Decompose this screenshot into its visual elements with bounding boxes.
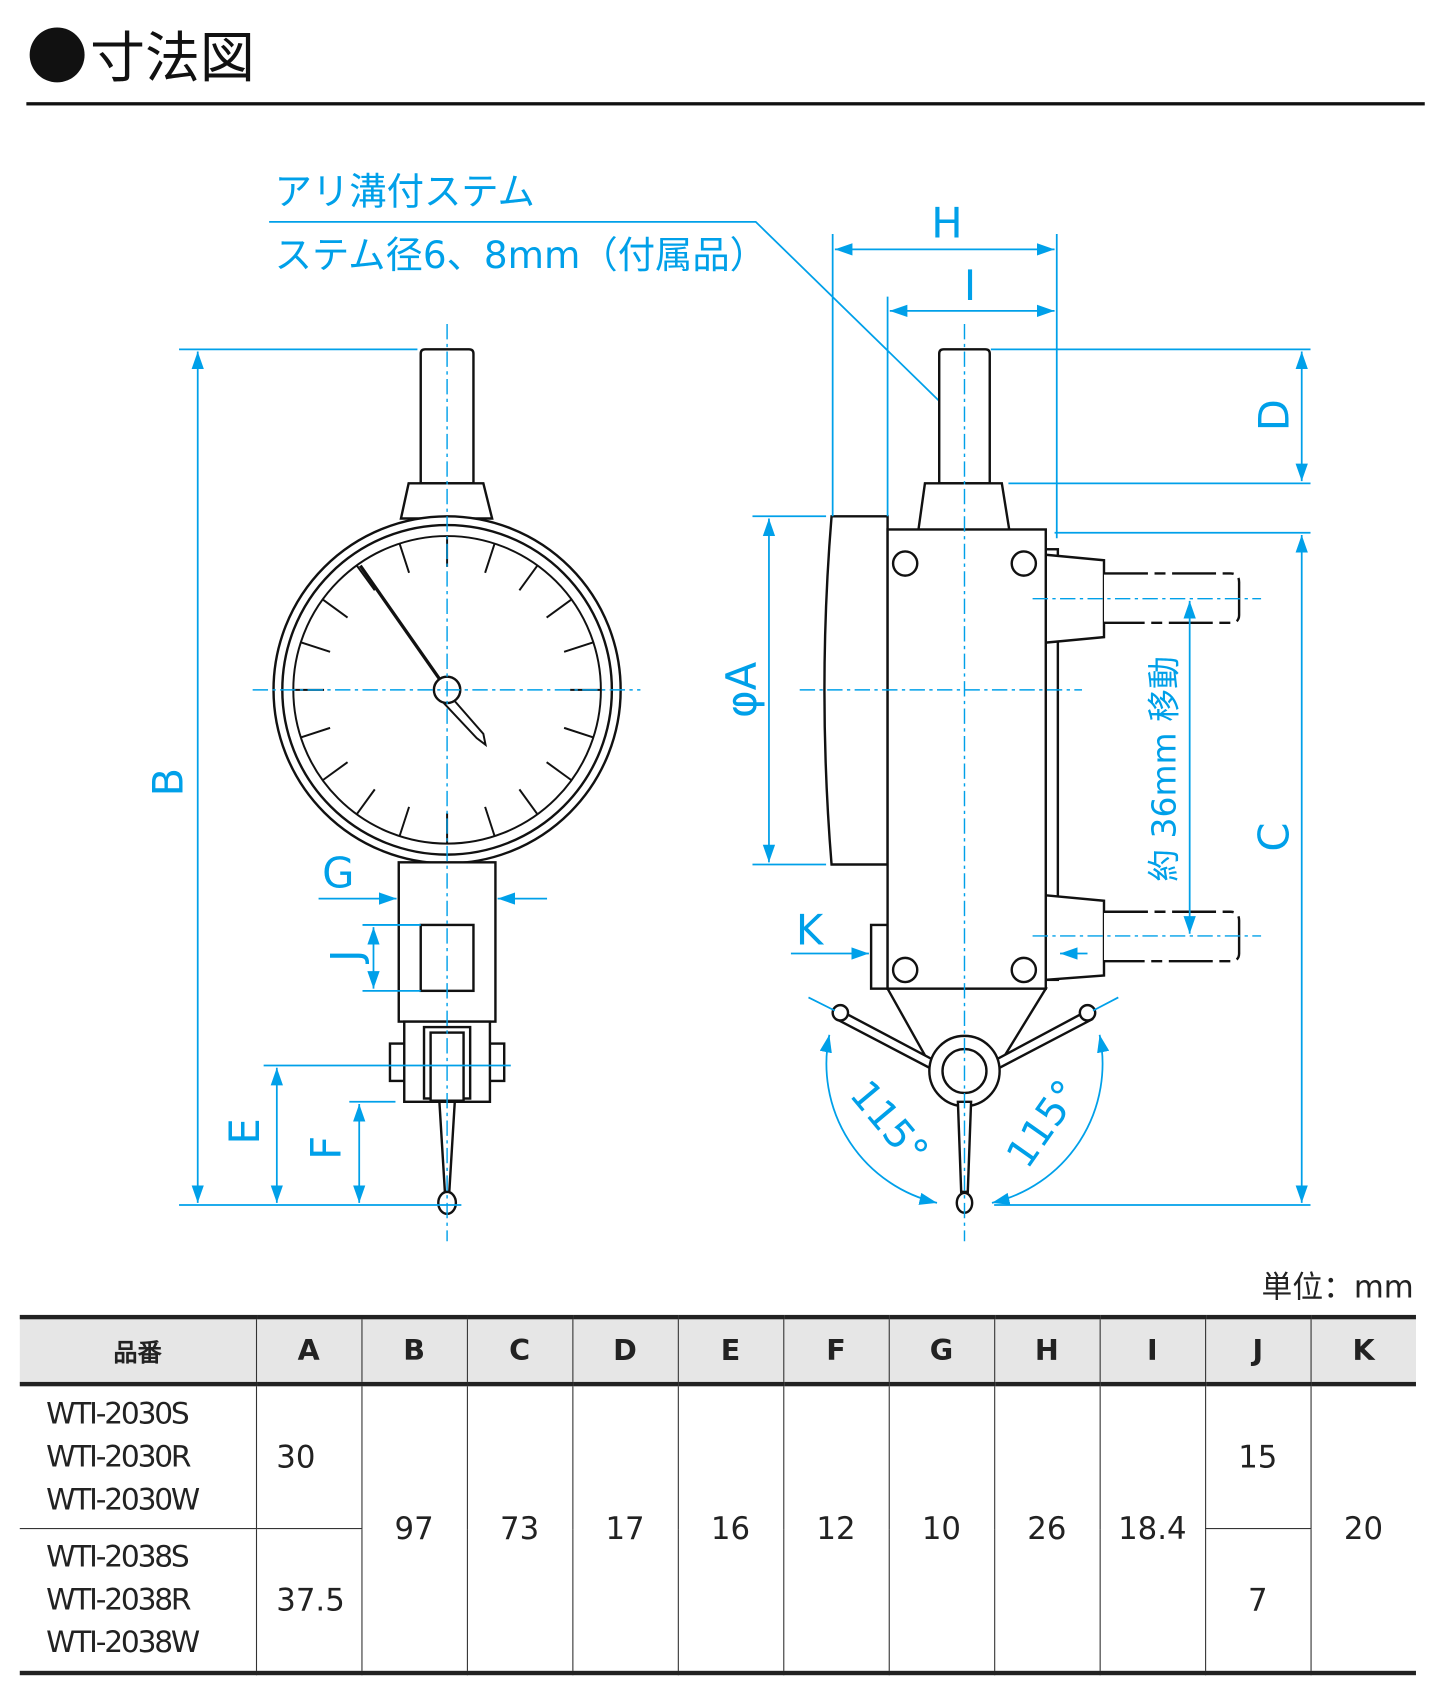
header-k: K	[1309, 1314, 1416, 1387]
angle-label-left: 115°	[841, 1072, 937, 1175]
header-c: C	[466, 1314, 573, 1387]
header-g: G	[888, 1314, 995, 1387]
dim-label-i: I	[964, 261, 976, 310]
dial-tick	[484, 806, 496, 837]
cell-a: 30	[255, 1384, 362, 1530]
header-h: H	[993, 1314, 1100, 1387]
model-name: WTI-2038W	[46, 1625, 200, 1660]
dim-label-g: G	[322, 849, 354, 898]
dim-label-k: K	[796, 906, 825, 955]
dim-label-e: E	[220, 1118, 269, 1144]
angle-label-right: 115°	[998, 1072, 1090, 1176]
callout-line1: アリ溝付ステム	[275, 169, 535, 213]
model-name: WTI-2030R	[46, 1440, 191, 1475]
dial-tick	[398, 806, 411, 837]
dial-tick	[398, 543, 411, 574]
dial-tick	[546, 598, 573, 619]
cell-k: 20	[1309, 1384, 1416, 1674]
dial-needle	[358, 564, 449, 691]
dim-label-j: J	[321, 950, 370, 965]
cell-h: 26	[993, 1384, 1100, 1674]
travel-label: 約 36mm 移動	[1144, 656, 1183, 882]
header-a: A	[255, 1314, 362, 1387]
front-view	[272, 348, 622, 1216]
model-name: WTI-2030W	[46, 1482, 200, 1518]
page-title: 寸法図	[90, 26, 255, 90]
dial-tick	[518, 788, 539, 815]
title-rule	[26, 102, 1425, 106]
dial-tick	[563, 641, 594, 653]
dim-label-f: F	[302, 1136, 351, 1160]
cell-e: 16	[677, 1384, 784, 1674]
cell-j: 7	[1204, 1528, 1311, 1674]
dial-tick	[518, 564, 539, 591]
dial-tick	[355, 564, 376, 591]
dial-tick	[300, 641, 331, 653]
callout-line2: ステム径6、8mm（付属品）	[275, 233, 767, 277]
bullet-icon	[29, 27, 85, 83]
dim-label-h: H	[931, 198, 962, 247]
dim-label-phi-a: φA	[717, 661, 766, 718]
header-b: B	[360, 1314, 467, 1387]
unit-label: 単位：mm	[1261, 1268, 1414, 1306]
header-model: 品番	[19, 1314, 256, 1387]
cell-i: 18.4	[1099, 1384, 1206, 1674]
model-name: WTI-2030S	[46, 1397, 190, 1432]
header-f: F	[782, 1314, 889, 1387]
cell-g: 10	[888, 1384, 995, 1674]
table-header-row: 品番 A B C D E F G H I J K	[19, 1314, 1416, 1387]
cell-a: 37.5	[255, 1528, 362, 1674]
dial-tick	[484, 543, 496, 574]
drawing: 寸法図 アリ溝付ステム ステム径6、8mm（付属品） B E F G J	[26, 26, 1425, 1242]
header-d: D	[571, 1314, 678, 1387]
dial-tick	[322, 598, 349, 619]
dim-label-b: B	[143, 768, 192, 797]
dial-tick	[355, 788, 376, 815]
table-row: WTI-2038S WTI-2038R WTI-2038W 37.5 7	[20, 1528, 1416, 1674]
model-cell: WTI-2038S WTI-2038R WTI-2038W	[20, 1529, 256, 1673]
cell-d: 17	[571, 1384, 678, 1674]
model-cell: WTI-2030S WTI-2030R WTI-2030W	[19, 1384, 256, 1530]
header-j: J	[1204, 1314, 1311, 1387]
dial-tick	[546, 761, 573, 782]
callout-leader	[269, 221, 940, 402]
dial-tick	[322, 761, 349, 782]
cell-f: 12	[782, 1384, 889, 1674]
cell-c: 73	[466, 1384, 573, 1674]
dial-tick	[563, 726, 594, 739]
dim-label-c: C	[1250, 822, 1299, 851]
model-name: WTI-2038S	[46, 1540, 190, 1575]
cell-j: 15	[1204, 1384, 1311, 1530]
header-i: I	[1099, 1314, 1206, 1387]
dim-label-d: D	[1250, 399, 1299, 431]
header-e: E	[677, 1314, 784, 1387]
dial-tick	[300, 726, 331, 739]
model-name: WTI-2038R	[46, 1582, 191, 1617]
cell-b: 97	[360, 1384, 467, 1674]
